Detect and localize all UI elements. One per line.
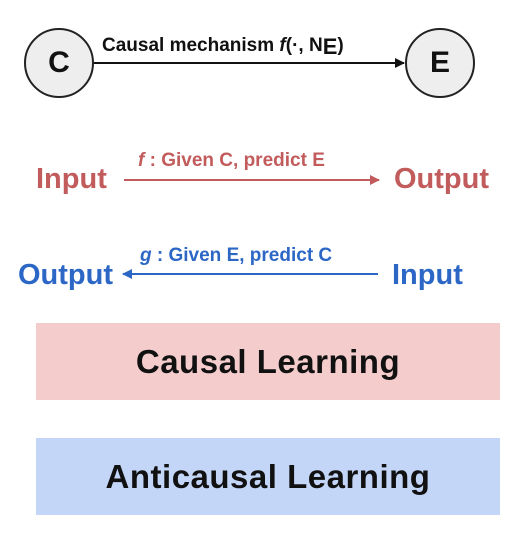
- forward-output-label: Output: [394, 163, 490, 195]
- effect-node: E: [405, 28, 475, 98]
- backward-arrow-label: g : Given E, predict C: [140, 245, 332, 267]
- forward-f-symbol: f: [138, 150, 145, 171]
- mechanism-f-symbol: f: [279, 35, 286, 56]
- backward-input-label: Input: [392, 259, 463, 291]
- mechanism-subscript: E: [322, 34, 338, 59]
- anticausal-learning-label: Anticausal Learning: [105, 457, 431, 495]
- backward-output-label: Output: [18, 259, 114, 291]
- effect-node-label: E: [429, 46, 450, 79]
- anticausal-learning-box: Anticausal Learning: [36, 438, 500, 515]
- backward-g-symbol: g: [140, 245, 152, 266]
- causal-learning-label: Causal Learning: [135, 342, 401, 380]
- forward-input-label: Input: [36, 163, 107, 195]
- forward-description: : Given C, predict E: [144, 150, 325, 171]
- forward-arrow-label: f : Given C, predict E: [138, 150, 325, 172]
- causal-learning-box: Causal Learning: [36, 323, 500, 400]
- cause-node-label: C: [48, 46, 70, 79]
- cause-node: C: [24, 28, 94, 98]
- mechanism-label: Causal mechanism f(·, NE): [102, 31, 344, 59]
- mechanism-close: ): [337, 35, 344, 56]
- mechanism-prefix: Causal mechanism: [102, 35, 280, 56]
- mechanism-args: (·, N: [285, 35, 323, 56]
- backward-description: : Given E, predict C: [151, 245, 333, 266]
